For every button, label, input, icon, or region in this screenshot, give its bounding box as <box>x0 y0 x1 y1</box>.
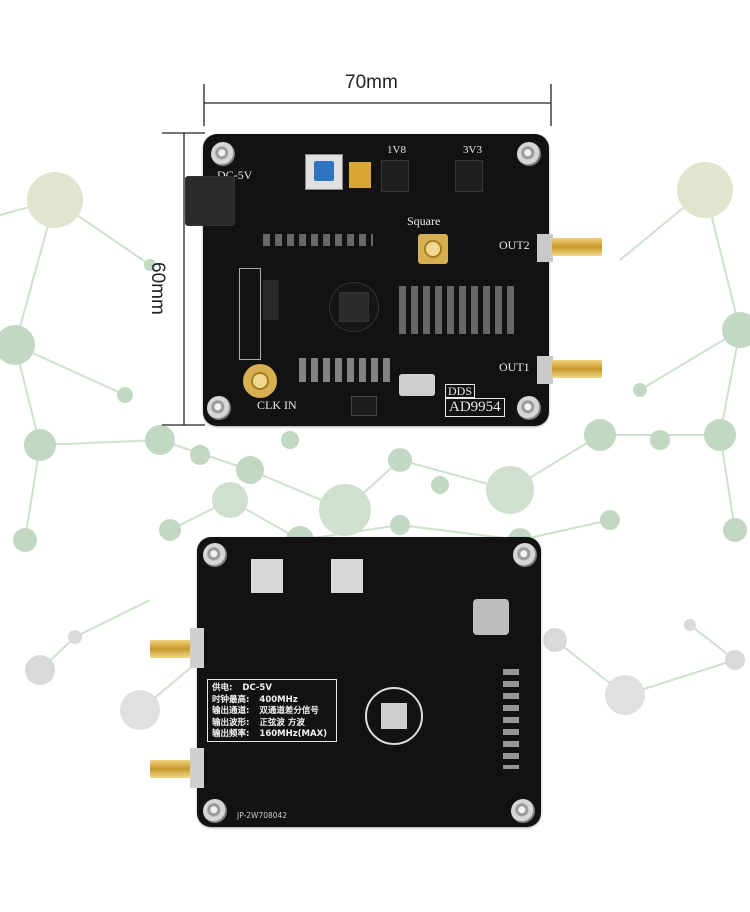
regulator-1-label: 1V8 <box>387 144 406 156</box>
clk-in-label: CLK IN <box>257 398 297 412</box>
square-sma-connector[interactable] <box>418 234 448 264</box>
clk-in-sma-connector[interactable] <box>243 364 277 398</box>
front-pcb-board: DC-5V 1V8 3V3 Square OUT2 OUT1 CLK IN DD… <box>185 134 553 426</box>
regulator-2-chip <box>455 160 483 192</box>
capacitor-row <box>299 358 395 382</box>
mounting-hole-icon <box>211 142 235 166</box>
out1-label: OUT1 <box>499 360 530 374</box>
width-dimension-label: 70mm <box>345 72 398 93</box>
mounting-hole-icon <box>207 396 231 420</box>
spec-row: 输出波形:正弦波 方波 <box>212 717 305 728</box>
square-label: Square <box>407 214 441 228</box>
dds-label: DDS <box>445 384 476 398</box>
pin-header <box>239 268 261 360</box>
spec-row: 供电:DC-5V <box>212 683 272 693</box>
thermal-pad-ring <box>365 687 423 745</box>
back-connector-base <box>190 628 204 668</box>
regulator-2-label: 3V3 <box>463 144 482 156</box>
out1-connector-base <box>537 356 553 384</box>
thermal-pad <box>381 703 407 729</box>
sma-socket-icon <box>251 372 269 390</box>
tantalum-capacitor <box>349 162 371 188</box>
mounting-hole-icon <box>513 543 537 567</box>
out2-label: OUT2 <box>499 238 530 252</box>
back-pcb-board: 供电:DC-5V 时钟最高:400MHz 输出通道:双通道差分信号 输出波形:正… <box>197 537 541 827</box>
connector-block <box>351 396 377 416</box>
mounting-hole-icon <box>511 799 535 823</box>
filter-components <box>399 286 519 334</box>
spec-row: 时钟最高:400MHz <box>212 694 298 705</box>
mounting-hole-icon <box>203 799 227 823</box>
out1-sma-connector[interactable] <box>552 360 602 378</box>
regulator-1-chip <box>381 160 409 192</box>
solder-pad-block <box>473 599 509 635</box>
back-connector-base <box>190 748 204 788</box>
dc-power-jack <box>185 176 235 226</box>
dds-chip <box>339 292 369 322</box>
mounting-hole-icon <box>517 396 541 420</box>
chip-model-label: AD9954 <box>445 398 505 417</box>
sma-socket-icon <box>424 240 442 258</box>
jumper-block <box>263 280 279 320</box>
power-switch[interactable] <box>305 154 343 190</box>
pin-pads <box>503 669 519 769</box>
out2-sma-connector[interactable] <box>552 238 602 256</box>
out2-connector-base <box>537 234 553 262</box>
crystal-oscillator <box>399 374 435 396</box>
back-sma-connector-top[interactable] <box>150 640 198 658</box>
height-dimension-label: 60mm <box>147 262 168 315</box>
mounting-hole-icon <box>203 543 227 567</box>
spec-row: 输出通道:双通道差分信号 <box>212 706 319 716</box>
switch-button-icon[interactable] <box>314 161 334 181</box>
specification-box: 供电:DC-5V 时钟最高:400MHz 输出通道:双通道差分信号 输出波形:正… <box>207 679 337 742</box>
part-number-label: JP-2W708042 <box>237 811 288 820</box>
mounting-hole-icon <box>517 142 541 166</box>
back-sma-connector-bottom[interactable] <box>150 760 198 778</box>
solder-pad-block <box>251 559 283 593</box>
spec-row: 输出频率:160MHz(MAX) <box>212 729 328 739</box>
solder-pad-block <box>331 559 363 593</box>
passive-components <box>263 234 373 246</box>
